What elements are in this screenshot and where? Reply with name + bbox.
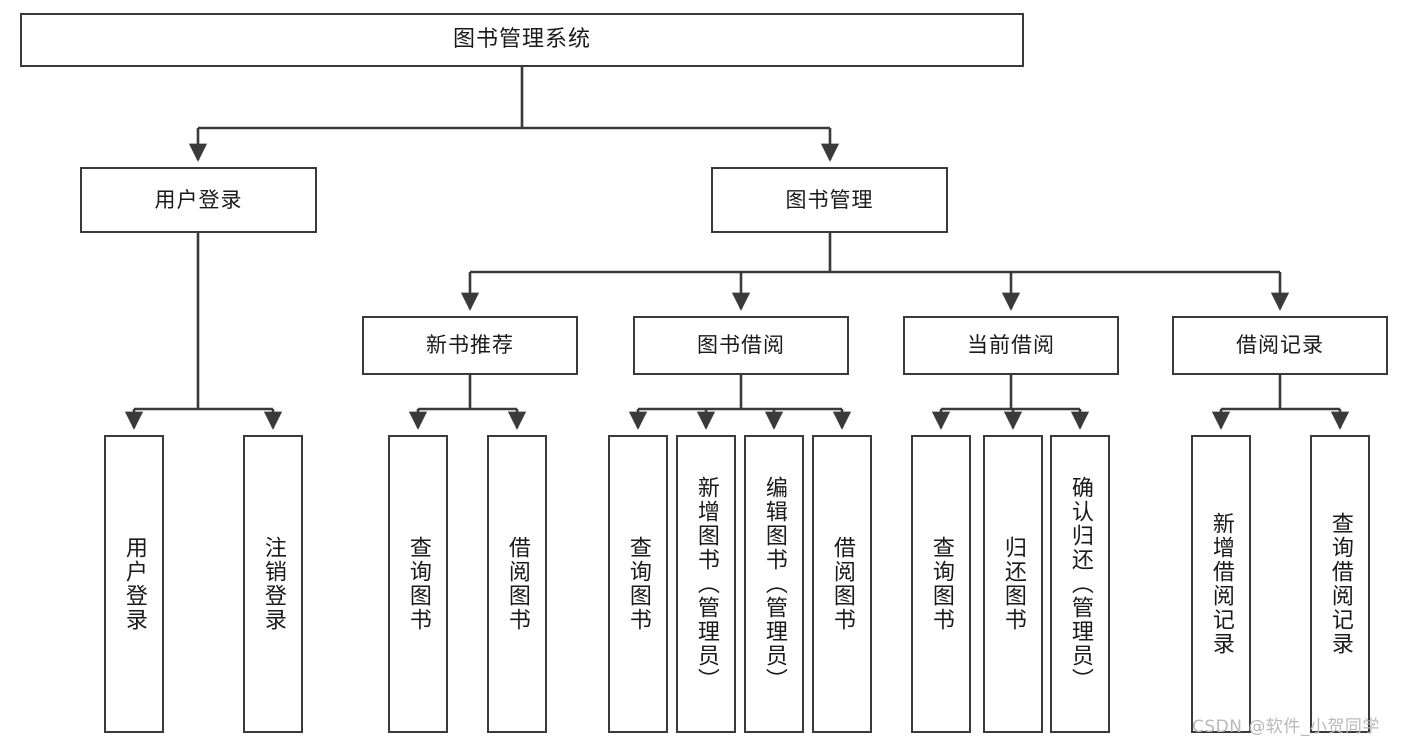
node-leaf-query-borrow-record[interactable]: 查询借阅记录 [1310, 435, 1370, 733]
node-label: 新书推荐 [426, 333, 514, 358]
node-label: 图书管理系统 [452, 27, 591, 53]
node-leaf-borrow-books[interactable]: 借阅图书 [812, 435, 872, 733]
node-root-book-management-system[interactable]: 图书管理系统 [20, 13, 1024, 67]
node-label: 查询借阅记录 [1327, 512, 1353, 656]
node-user-login[interactable]: 用户登录 [80, 167, 317, 233]
node-label: 注销登录 [260, 536, 286, 632]
node-label: 图书管理 [785, 187, 874, 212]
node-current-borrowing[interactable]: 当前借阅 [903, 316, 1119, 375]
node-leaf-confirm-return-admin[interactable]: 确认归还（管理员） [1050, 435, 1110, 733]
node-label: 借阅图书 [504, 536, 530, 632]
node-label: 当前借阅 [967, 333, 1055, 358]
node-leaf-return-books[interactable]: 归还图书 [983, 435, 1043, 733]
node-borrowing-record[interactable]: 借阅记录 [1172, 316, 1388, 375]
node-book-management[interactable]: 图书管理 [711, 167, 948, 233]
node-label: 查询图书 [928, 536, 954, 632]
node-leaf-add-borrow-record[interactable]: 新增借阅记录 [1191, 435, 1251, 733]
node-leaf-query-books-newbook[interactable]: 查询图书 [388, 435, 448, 733]
node-label: 确认归还（管理员） [1067, 476, 1093, 692]
node-label: 图书借阅 [697, 333, 785, 358]
node-leaf-borrow-books-newbook[interactable]: 借阅图书 [487, 435, 547, 733]
node-label: 借阅记录 [1236, 333, 1324, 358]
node-label: 借阅图书 [829, 536, 855, 632]
node-label: 新增借阅记录 [1208, 512, 1234, 656]
node-book-borrowing[interactable]: 图书借阅 [633, 316, 849, 375]
node-leaf-query-books-current[interactable]: 查询图书 [911, 435, 971, 733]
node-leaf-query-books-borrow[interactable]: 查询图书 [608, 435, 668, 733]
node-label: 归还图书 [1000, 536, 1026, 632]
node-leaf-edit-book-admin[interactable]: 编辑图书（管理员） [744, 435, 804, 733]
node-label: 编辑图书（管理员） [761, 476, 787, 692]
node-leaf-add-book-admin[interactable]: 新增图书（管理员） [676, 435, 736, 733]
node-label: 新增图书（管理员） [693, 476, 719, 692]
node-label: 查询图书 [625, 536, 651, 632]
node-leaf-user-login[interactable]: 用户登录 [104, 435, 164, 733]
node-label: 用户登录 [121, 536, 147, 632]
node-label: 查询图书 [405, 536, 431, 632]
node-label: 用户登录 [154, 187, 243, 212]
node-new-book-recommendation[interactable]: 新书推荐 [362, 316, 578, 375]
node-leaf-logout[interactable]: 注销登录 [243, 435, 303, 733]
